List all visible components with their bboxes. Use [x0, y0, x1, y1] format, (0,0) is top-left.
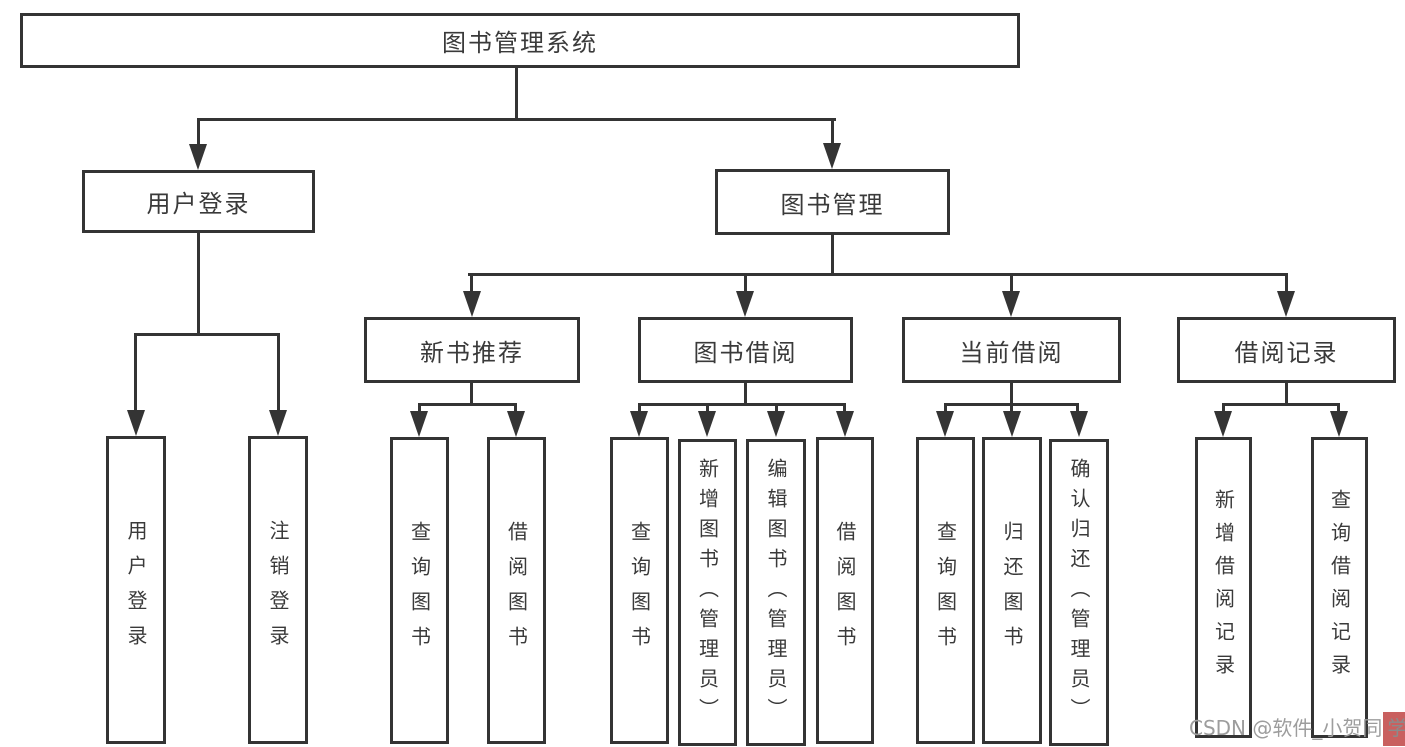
leaf-current-confirm-return-admin: 确认归还（管理员） [1049, 439, 1109, 746]
node-label: 借阅记录 [1234, 338, 1339, 367]
connector-stub [1076, 403, 1079, 415]
node-borrow-records: 借阅记录 [1177, 317, 1396, 383]
leaf-history-query-record: 查询借阅记录 [1311, 437, 1368, 738]
connector-stub-new-book [470, 273, 473, 293]
connector-bor-vline [744, 383, 747, 406]
connector-stub [843, 403, 846, 415]
leaf-label: 借阅图书 [504, 520, 529, 661]
leaf-label: 编辑图书（管理员） [764, 457, 788, 728]
leaf-label: 用户登录 [124, 520, 148, 660]
connector-rec-hline [418, 403, 517, 406]
arrow-down-icon [269, 410, 287, 436]
watermark-text: CSDN @软件_小贺同 [1189, 716, 1383, 740]
leaf-current-query-books: 查询图书 [916, 437, 975, 744]
connector-stub-leaf-logout [277, 333, 280, 413]
connector-stub-leaf-login [134, 333, 137, 413]
connector-stub [1010, 403, 1013, 415]
leaf-label: 新增借阅记录 [1211, 488, 1236, 687]
leaf-borrow-edit-books-admin: 编辑图书（管理员） [746, 439, 806, 746]
leaf-borrow-borrow-books: 借阅图书 [816, 437, 874, 744]
node-user-login: 用户登录 [82, 170, 315, 233]
arrow-down-icon [736, 291, 754, 317]
connector-stub [638, 403, 641, 415]
connector-level1-hline [197, 118, 836, 121]
arrow-down-icon [1277, 291, 1295, 317]
connector-stub-current-borrow [1010, 273, 1013, 293]
arrow-down-icon [1003, 411, 1021, 437]
node-current-borrow: 当前借阅 [902, 317, 1121, 383]
leaf-label: 借阅图书 [833, 520, 857, 661]
node-new-book-recommend: 新书推荐 [364, 317, 580, 383]
connector-stub [1337, 403, 1340, 415]
arrow-down-icon [698, 411, 716, 437]
connector-stub-borrow-records [1285, 273, 1288, 293]
connector-stub [706, 403, 709, 415]
leaf-user-login: 用户登录 [106, 436, 166, 744]
connector-stub [514, 403, 517, 415]
leaf-label: 查询借阅记录 [1327, 488, 1352, 687]
node-root-library-management-system: 图书管理系统 [20, 13, 1020, 68]
node-label: 用户登录 [146, 190, 251, 218]
leaf-label: 查询图书 [407, 520, 432, 661]
leaf-label: 归还图书 [1000, 520, 1024, 661]
arrow-down-icon [127, 410, 145, 436]
leaf-rec-query-books: 查询图书 [390, 437, 449, 744]
connector-bor-hline [638, 403, 846, 406]
node-label: 新书推荐 [420, 338, 524, 367]
arrow-down-icon [1214, 411, 1232, 437]
leaf-label: 新增图书（管理员） [695, 457, 720, 728]
connector-login-vline [197, 233, 200, 336]
node-label: 图书借阅 [693, 338, 798, 367]
node-book-borrow: 图书借阅 [638, 317, 853, 383]
connector-login-hline [134, 333, 280, 336]
arrow-down-icon [463, 291, 481, 317]
arrow-down-icon [936, 411, 954, 437]
connector-stub-user-login [197, 118, 200, 146]
arrow-down-icon [630, 411, 648, 437]
arrow-down-icon [836, 411, 854, 437]
arrow-down-icon [1330, 411, 1348, 437]
connector-his-hline [1222, 403, 1340, 406]
connector-mgmt-vline [831, 235, 834, 276]
leaf-rec-borrow-books: 借阅图书 [487, 437, 546, 744]
connector-stub [944, 403, 947, 415]
connector-stub-book-borrow [744, 273, 747, 293]
arrow-down-icon [823, 143, 841, 169]
node-label: 图书管理 [780, 190, 885, 219]
connector-his-vline [1285, 383, 1288, 406]
watermark-seal: 学 [1383, 712, 1405, 746]
node-label: 当前借阅 [959, 338, 1064, 367]
csdn-watermark: CSDN @软件_小贺同学 [1189, 712, 1405, 746]
arrow-down-icon [767, 411, 785, 437]
leaf-borrow-query-books: 查询图书 [610, 437, 669, 744]
leaf-label: 查询图书 [627, 520, 652, 661]
connector-level2-hline [468, 273, 1288, 276]
connector-stub-book-management [831, 118, 834, 146]
connector-stub [775, 403, 778, 415]
arrow-down-icon [189, 144, 207, 170]
leaf-history-add-record: 新增借阅记录 [1195, 437, 1252, 738]
arrow-down-icon [1002, 291, 1020, 317]
leaf-label: 确认归还（管理员） [1067, 457, 1091, 728]
node-book-management: 图书管理 [715, 169, 950, 235]
connector-stub [418, 403, 421, 415]
leaf-label: 查询图书 [933, 520, 958, 661]
leaf-current-return-books: 归还图书 [982, 437, 1042, 744]
connector-stub [1222, 403, 1225, 415]
arrow-down-icon [410, 411, 428, 437]
leaf-logout: 注销登录 [248, 436, 308, 744]
connector-rec-vline [470, 383, 473, 406]
leaf-label: 注销登录 [266, 520, 290, 660]
arrow-down-icon [507, 411, 525, 437]
leaf-borrow-add-books-admin: 新增图书（管理员） [678, 439, 737, 746]
connector-root-vline [515, 68, 518, 120]
node-label: 图书管理系统 [442, 29, 598, 57]
connector-cur-vline [1010, 383, 1013, 406]
arrow-down-icon [1070, 411, 1088, 437]
